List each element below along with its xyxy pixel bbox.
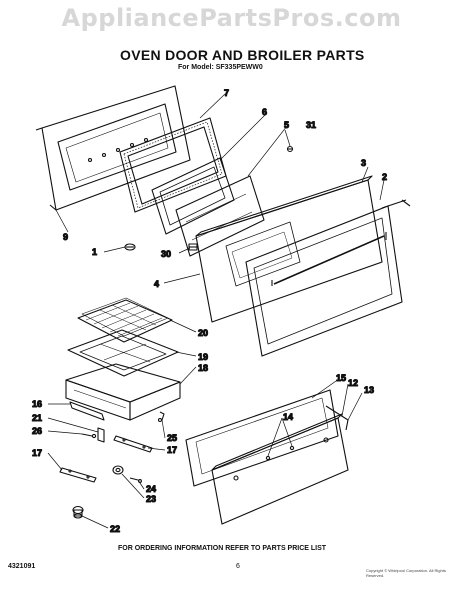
part-1-door-bumper xyxy=(124,243,136,251)
part-31-screw xyxy=(286,145,294,153)
leader-lines xyxy=(47,93,385,529)
callout-2: 2 xyxy=(382,172,387,182)
callout-13: 13 xyxy=(364,385,374,395)
callout-17b: 17 xyxy=(167,445,177,455)
part-19-broiler-pan xyxy=(67,329,179,377)
callout-9: 9 xyxy=(63,232,68,242)
callout-3: 3 xyxy=(361,158,366,168)
part-25-clip xyxy=(157,411,165,423)
model-line: For Model: SF335PEWW0 xyxy=(178,64,263,71)
callout-19: 19 xyxy=(198,352,208,362)
callout-4: 4 xyxy=(154,279,159,289)
part-12-drawer-front-panel xyxy=(211,413,349,525)
callout-18: 18 xyxy=(198,363,208,373)
callout-15: 15 xyxy=(336,373,346,383)
callout-30: 30 xyxy=(161,249,171,259)
callout-17a: 17 xyxy=(32,448,42,458)
part-17-drawer-rail-upper xyxy=(113,435,153,453)
part-13-drawer-handle xyxy=(325,405,349,431)
part-21-bracket xyxy=(97,427,105,443)
callout-6: 6 xyxy=(262,107,267,117)
callout-22: 22 xyxy=(110,524,120,534)
watermark: AppliancePartsPros.com xyxy=(61,4,402,32)
part-5-inner-glass xyxy=(175,175,265,257)
callout-7: 7 xyxy=(224,88,229,98)
part-15-drawer-inner-panel xyxy=(185,389,339,487)
callout-20: 20 xyxy=(198,328,208,338)
document-number: 4321091 xyxy=(8,563,36,570)
copyright-notice: Copyright © Whirlpool Corporation. All R… xyxy=(366,568,446,578)
part-24-screw xyxy=(129,477,142,483)
part-3-outer-door-panel xyxy=(195,175,383,323)
diagram-title: OVEN DOOR AND BROILER PARTS xyxy=(120,47,365,63)
part-9-inner-door-liner xyxy=(35,85,191,211)
part-18-broiler-drawer xyxy=(65,363,181,421)
page-number: 6 xyxy=(236,563,240,570)
part-17-drawer-rail-lower xyxy=(59,467,97,483)
part-22-leveling-leg xyxy=(72,505,84,519)
callout-23: 23 xyxy=(146,494,156,504)
part-7-door-gasket xyxy=(119,117,227,213)
callout-31: 31 xyxy=(306,120,316,130)
part-20-broiler-grid xyxy=(77,297,173,343)
callout-1: 1 xyxy=(92,247,97,257)
callout-16: 16 xyxy=(32,399,42,409)
part-23-roller xyxy=(112,465,124,475)
callout-25: 25 xyxy=(167,433,177,443)
ordering-note: FOR ORDERING INFORMATION REFER TO PARTS … xyxy=(118,545,327,552)
part-6-glass-pack-frame xyxy=(151,157,235,235)
part-2-door-frame-handle xyxy=(245,199,411,357)
part-26-screw xyxy=(81,433,97,439)
callout-5: 5 xyxy=(284,120,289,130)
callout-26: 26 xyxy=(32,426,42,436)
part-16-drawer-bracket xyxy=(69,401,105,421)
callout-14: 14 xyxy=(283,412,293,422)
part-14-clip xyxy=(265,445,295,461)
part-30-clip xyxy=(188,243,198,251)
callout-24: 24 xyxy=(146,484,156,494)
callout-21: 21 xyxy=(32,413,42,423)
callout-12: 12 xyxy=(348,378,358,388)
